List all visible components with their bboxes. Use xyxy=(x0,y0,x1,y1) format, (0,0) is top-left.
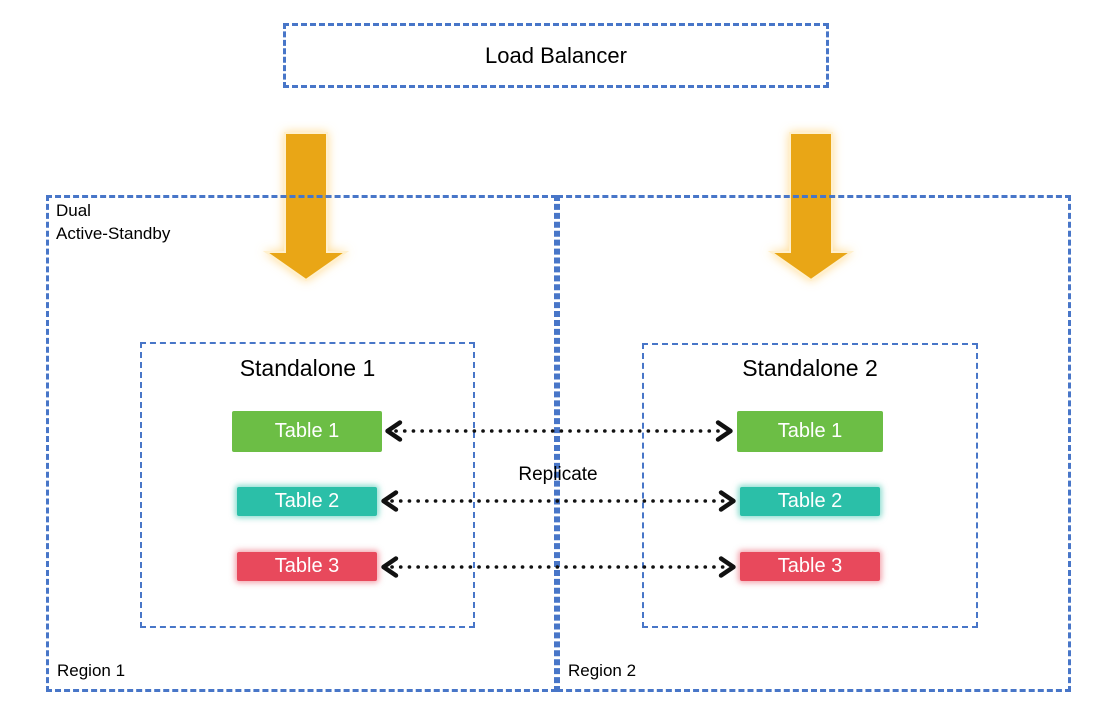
load-balancer-label: Load Balancer xyxy=(485,42,627,68)
standalone-2-title: Standalone 2 xyxy=(742,355,878,381)
region-2-label: Region 2 xyxy=(568,661,637,680)
down-arrow-icon xyxy=(767,132,855,282)
standalone-1-title: Standalone 1 xyxy=(239,355,376,381)
dual-active-standby-label: Dual Active-Standby xyxy=(56,201,171,243)
standalone-1-container xyxy=(140,342,475,628)
standalone-2-container xyxy=(642,343,978,628)
replicate-arrow-table-3 xyxy=(381,556,736,578)
table-label: Table 1 xyxy=(777,420,843,442)
down-arrow-icon xyxy=(262,132,350,282)
standalone-2-table-3-node: Table 3 xyxy=(740,552,880,581)
table-label: Table 1 xyxy=(274,420,340,442)
region-1-container xyxy=(46,195,557,692)
replicate-arrow-table-2 xyxy=(381,490,736,512)
standalone-2-table-2-node: Table 2 xyxy=(740,487,880,516)
region-2-container xyxy=(557,195,1071,692)
table-label: Table 2 xyxy=(777,490,843,512)
table-label: Table 3 xyxy=(777,555,843,577)
standalone-1-table-2-node: Table 2 xyxy=(237,487,377,516)
table-label: Table 2 xyxy=(274,490,340,512)
standalone-2-table-1-node: Table 1 xyxy=(737,411,883,452)
replicate-arrow-table-1 xyxy=(385,420,733,442)
standalone-1-table-3-node: Table 3 xyxy=(237,552,377,581)
standalone-1-table-1-node: Table 1 xyxy=(232,411,382,452)
load-balancer-node: Load Balancer xyxy=(283,23,829,88)
region-1-label: Region 1 xyxy=(57,661,126,680)
replicate-label: Replicate xyxy=(518,464,598,485)
table-label: Table 3 xyxy=(274,555,340,577)
